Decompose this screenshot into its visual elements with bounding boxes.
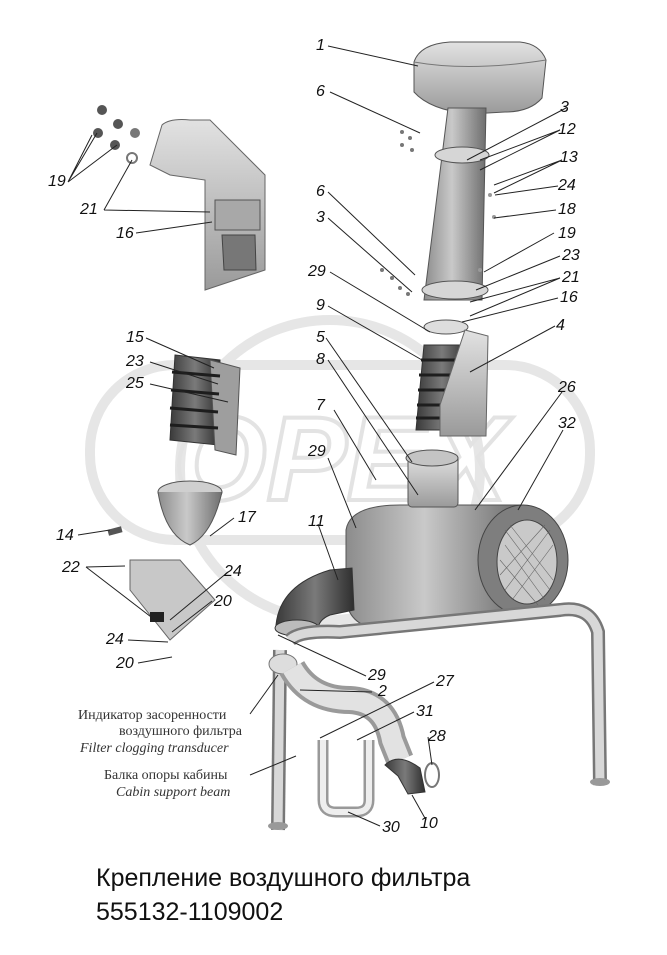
callout-22: 22 xyxy=(61,559,80,576)
clogging-indicator-label-ru-1: Индикатор засоренности xyxy=(78,708,227,723)
funnel-adapter-17 xyxy=(157,480,223,546)
callout-4: 4 xyxy=(556,317,565,334)
callout-24-lower: 24 xyxy=(105,631,124,648)
diagram-title: Крепление воздушного фильтра xyxy=(96,864,471,892)
annotations: Индикатор засоренности воздушного фильтр… xyxy=(78,708,243,800)
mounting-bracket-22 xyxy=(107,526,216,641)
callout-29-mid: 29 xyxy=(307,443,326,460)
callout-8: 8 xyxy=(316,351,325,368)
callout-5: 5 xyxy=(316,329,325,346)
callout-6-lower: 6 xyxy=(316,183,325,200)
beam-label-ru: Балка опоры кабины xyxy=(104,768,228,783)
callout-15: 15 xyxy=(126,329,144,346)
callout-27: 27 xyxy=(435,673,455,690)
diagram-part-number: 555132-1109002 xyxy=(96,898,284,926)
lower-intake-pipe xyxy=(268,653,413,766)
callout-24: 24 xyxy=(557,177,576,194)
callout-23: 23 xyxy=(561,247,580,264)
leader-lines xyxy=(67,45,567,827)
callout-11: 11 xyxy=(308,513,325,530)
callout-12: 12 xyxy=(558,121,576,138)
callout-26: 26 xyxy=(557,379,576,396)
callout-6: 6 xyxy=(316,83,325,100)
callout-25: 25 xyxy=(125,375,144,392)
air-filter-housing xyxy=(345,449,569,631)
callout-9: 9 xyxy=(316,297,325,314)
callout-20: 20 xyxy=(213,593,232,610)
callout-labels: 1 6 3 12 13 24 18 6 3 19 23 21 29 16 9 5… xyxy=(48,37,580,836)
callout-2: 2 xyxy=(377,683,387,700)
callout-7: 7 xyxy=(316,397,326,414)
clogging-indicator-label-ru-2: воздушного фильтра xyxy=(119,724,243,739)
intake-cap xyxy=(413,41,547,115)
callout-24-bracket: 24 xyxy=(223,563,242,580)
intake-pipe xyxy=(421,107,490,301)
callout-29: 29 xyxy=(307,263,326,280)
u-tube-30 xyxy=(317,740,375,818)
callout-28: 28 xyxy=(427,728,446,745)
clamp-28 xyxy=(424,762,440,788)
callout-14: 14 xyxy=(56,527,74,544)
callout-10: 10 xyxy=(420,815,438,832)
callout-23-indicator: 23 xyxy=(125,353,144,370)
callout-21: 21 xyxy=(561,269,580,286)
callout-30: 30 xyxy=(382,819,400,836)
callout-19-bracket: 19 xyxy=(48,173,66,190)
callout-3: 3 xyxy=(560,99,569,116)
callout-16: 16 xyxy=(560,289,578,306)
bracket-detail-upper xyxy=(93,105,266,291)
callout-21-bracket: 21 xyxy=(79,201,98,218)
callout-31: 31 xyxy=(416,703,434,720)
callout-1: 1 xyxy=(316,37,325,54)
mounting-plate-4 xyxy=(439,329,489,437)
callout-18: 18 xyxy=(558,201,576,218)
callout-3-lower: 3 xyxy=(316,209,325,226)
bellows-15 xyxy=(169,354,241,456)
callout-13: 13 xyxy=(560,149,578,166)
cabin-support-beam xyxy=(268,602,610,831)
callout-32: 32 xyxy=(558,415,576,432)
elbow-hose-10 xyxy=(384,758,426,795)
callout-20-lower: 20 xyxy=(115,655,134,672)
callout-16-bracket: 16 xyxy=(116,225,134,242)
beam-label-en: Cabin support beam xyxy=(116,785,230,800)
callout-29-lower: 29 xyxy=(367,667,386,684)
callout-19: 19 xyxy=(558,225,576,242)
callout-17: 17 xyxy=(238,509,257,526)
clogging-indicator-label-en: Filter clogging transducer xyxy=(79,741,229,756)
